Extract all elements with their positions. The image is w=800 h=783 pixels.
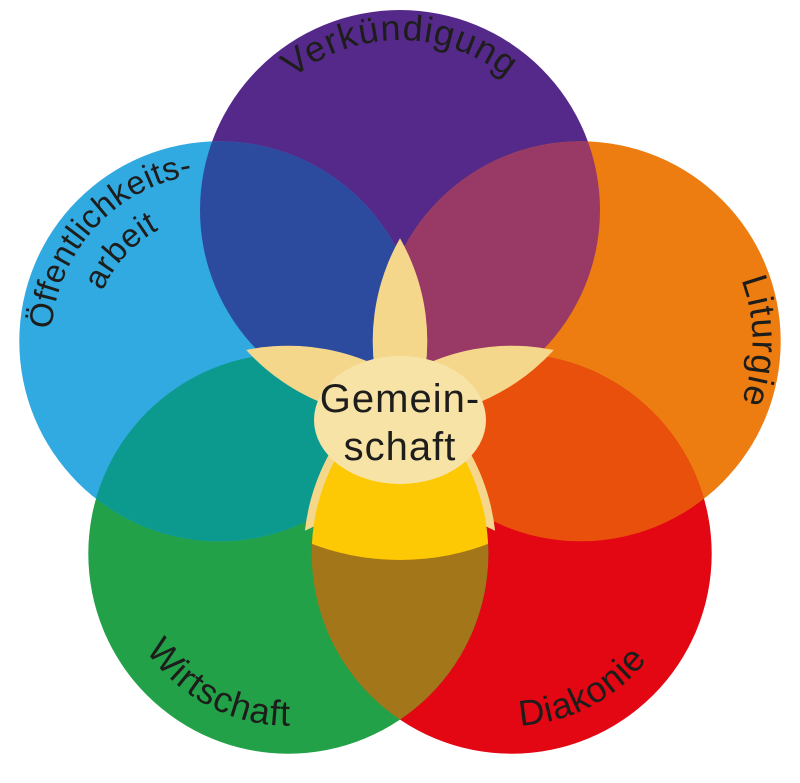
center-label-line1: Gemein- (320, 377, 480, 421)
center-core (314, 356, 486, 484)
center-label-line2: schaft (344, 425, 457, 469)
